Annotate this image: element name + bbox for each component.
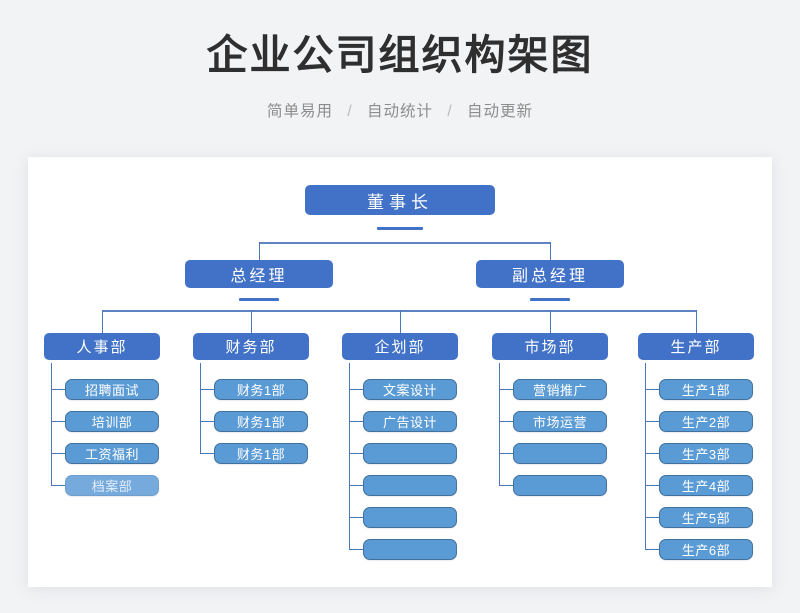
node-leaf-5-1[interactable]: 生产1部: [659, 378, 753, 400]
node-leaf-5-3[interactable]: 生产3部: [659, 442, 753, 464]
subtitle-separator-1: /: [347, 103, 353, 121]
subtitle-part-1: 简单易用: [267, 103, 334, 121]
node-leaf-3-1[interactable]: 文案设计: [363, 378, 457, 400]
node-leaf-1-3[interactable]: 工资福利: [65, 442, 159, 464]
node-leaf-5-4[interactable]: 生产4部: [659, 474, 753, 496]
node-executive-2[interactable]: 副总经理: [476, 260, 624, 288]
node-leaf-1-1[interactable]: 招聘面试: [65, 378, 159, 400]
node-leaf-1-2[interactable]: 培训部: [65, 410, 159, 432]
node-leaf-3-4[interactable]: [363, 474, 457, 496]
connector-leaf-2-1: [200, 389, 214, 390]
node-leaf-2-2[interactable]: 财务1部: [214, 410, 308, 432]
connector-exec-stub-2: [530, 298, 570, 301]
org-chart-card: 董事长总经理副总经理人事部招聘面试培训部工资福利档案部财务部财务1部财务1部财务…: [28, 157, 772, 587]
node-leaf-4-3[interactable]: [513, 442, 607, 464]
node-department-1[interactable]: 人事部: [44, 333, 160, 360]
connector-dept-drop-4: [550, 310, 551, 333]
connector-dept-drop-1: [102, 310, 103, 333]
connector-exec-drop-1: [259, 242, 260, 260]
node-leaf-2-1[interactable]: 财务1部: [214, 378, 308, 400]
connector-leaf-1-3: [51, 453, 65, 454]
connector-leaf-4-3: [499, 453, 513, 454]
connector-leaf-5-4: [645, 485, 659, 486]
node-leaf-5-2[interactable]: 生产2部: [659, 410, 753, 432]
connector-leaf-1-2: [51, 421, 65, 422]
node-root[interactable]: 董事长: [305, 185, 495, 215]
connector-leaf-3-6: [349, 549, 363, 550]
node-leaf-3-5[interactable]: [363, 506, 457, 528]
connector-leaf-1-4: [51, 485, 65, 486]
connector-dept-drop-2: [251, 310, 252, 333]
page-subtitle: 简单易用 / 自动统计 / 自动更新: [0, 99, 800, 121]
connector-leaf-3-3: [349, 453, 363, 454]
connector-leaf-4-1: [499, 389, 513, 390]
connector-leaf-4-4: [499, 485, 513, 486]
node-leaf-3-2[interactable]: 广告设计: [363, 410, 457, 432]
connector-leaf-1-1: [51, 389, 65, 390]
connector-leaf-3-2: [349, 421, 363, 422]
connector-leaf-2-2: [200, 421, 214, 422]
connector-leaf-3-4: [349, 485, 363, 486]
subtitle-part-2: 自动统计: [366, 103, 433, 121]
connector-spine-2: [200, 363, 201, 453]
connector-leaf-2-3: [200, 453, 214, 454]
connector-leaf-5-2: [645, 421, 659, 422]
page-title: 企业公司组织构架图: [206, 32, 594, 78]
node-department-4[interactable]: 市场部: [492, 333, 608, 360]
subtitle-part-3: 自动更新: [466, 103, 533, 121]
subtitle-separator-2: /: [447, 103, 453, 121]
node-leaf-2-3[interactable]: 财务1部: [214, 442, 308, 464]
node-department-3[interactable]: 企划部: [342, 333, 458, 360]
node-executive-1[interactable]: 总经理: [185, 260, 333, 288]
connector-dept-drop-5: [696, 310, 697, 333]
connector-spine-5: [645, 363, 646, 549]
node-department-2[interactable]: 财务部: [193, 333, 309, 360]
connector-spine-4: [499, 363, 500, 485]
node-leaf-5-6[interactable]: 生产6部: [659, 538, 753, 560]
connector-leaf-5-3: [645, 453, 659, 454]
connector-spine-1: [51, 363, 52, 485]
connector-dept-drop-3: [400, 310, 401, 333]
org-chart-canvas: 董事长总经理副总经理人事部招聘面试培训部工资福利档案部财务部财务1部财务1部财务…: [28, 157, 772, 587]
connector-leaf-5-5: [645, 517, 659, 518]
connector-leaf-3-1: [349, 389, 363, 390]
connector-exec-bus: [259, 242, 550, 244]
connector-exec-drop-2: [550, 242, 551, 260]
node-department-5[interactable]: 生产部: [638, 333, 754, 360]
connector-dept-bus: [102, 310, 696, 312]
node-leaf-4-4[interactable]: [513, 474, 607, 496]
node-leaf-3-6[interactable]: [363, 538, 457, 560]
connector-leaf-5-1: [645, 389, 659, 390]
connector-exec-stub-1: [239, 298, 279, 301]
node-leaf-1-4[interactable]: 档案部: [65, 474, 159, 496]
connector-leaf-3-5: [349, 517, 363, 518]
node-leaf-4-2[interactable]: 市场运营: [513, 410, 607, 432]
node-leaf-3-3[interactable]: [363, 442, 457, 464]
connector-leaf-4-2: [499, 421, 513, 422]
node-leaf-5-5[interactable]: 生产5部: [659, 506, 753, 528]
connector-root-stub: [377, 227, 423, 230]
node-leaf-4-1[interactable]: 营销推广: [513, 378, 607, 400]
page-header: 企业公司组织构架图 简单易用 / 自动统计 / 自动更新: [0, 0, 800, 121]
connector-leaf-5-6: [645, 549, 659, 550]
connector-spine-3: [349, 363, 350, 549]
